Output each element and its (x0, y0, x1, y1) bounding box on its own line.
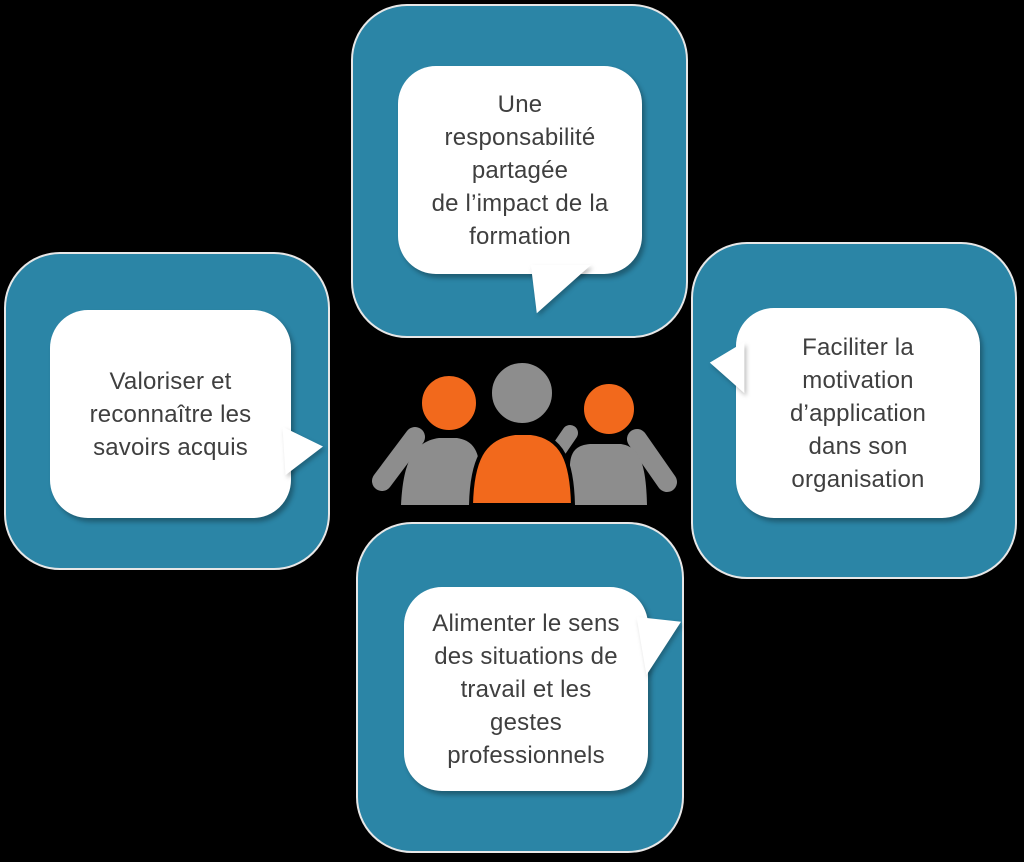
card-left: Valoriser et reconnaître les savoirs acq… (4, 252, 330, 570)
card-right: Faciliter la motivation d’application da… (691, 242, 1017, 579)
speech-bubble-right: Faciliter la motivation d’application da… (736, 308, 980, 518)
people-group-icon (372, 361, 677, 507)
bubble-top-line-4: de l’impact de la (431, 189, 609, 217)
person-right-body (570, 444, 647, 505)
bubble-right-line-1: Faciliter la (802, 333, 914, 361)
bubble-top-line-1: Une (497, 90, 543, 118)
person-left-body (401, 438, 479, 505)
speech-bubble-bottom: Alimenter le sens des situations de trav… (404, 587, 648, 791)
bubble-right-line-5: organisation (791, 465, 925, 493)
bubble-bottom-line-1: Alimenter le sens (432, 609, 620, 637)
bubble-top-line-2: responsabilité (444, 123, 596, 151)
bubble-bottom-line-2: des situations de (434, 642, 618, 670)
person-center-body (468, 431, 576, 507)
person-right-head (582, 382, 636, 436)
card-bottom: Alimenter le sens des situations de trav… (356, 522, 684, 853)
person-left-head (420, 374, 478, 432)
person-center-head (490, 361, 554, 425)
person-right-arm (627, 429, 677, 492)
card-top: Une responsabilité partagée de l’impact … (351, 4, 688, 338)
speech-bubble-top: Une responsabilité partagée de l’impact … (398, 66, 642, 274)
bubble-right-line-4: dans son (808, 432, 908, 460)
speech-bubble-left: Valoriser et reconnaître les savoirs acq… (50, 310, 291, 518)
bubble-bottom-line-4: gestes (490, 708, 562, 736)
bubble-top-line-3: partagée (471, 156, 569, 184)
bubble-top-line-5: formation (469, 222, 571, 250)
bubble-right-line-3: d’application (789, 399, 927, 427)
bubble-right-line-2: motivation (802, 366, 914, 394)
bubble-left-line-1: Valoriser et (109, 367, 232, 395)
bubble-bottom-line-5: professionnels (447, 741, 605, 769)
person-left-arm (372, 427, 425, 491)
bubble-bottom-line-3: travail et les (460, 675, 592, 703)
bubble-left-line-2: reconnaître les (89, 400, 252, 428)
bubble-left-line-3: savoirs acquis (93, 433, 248, 461)
